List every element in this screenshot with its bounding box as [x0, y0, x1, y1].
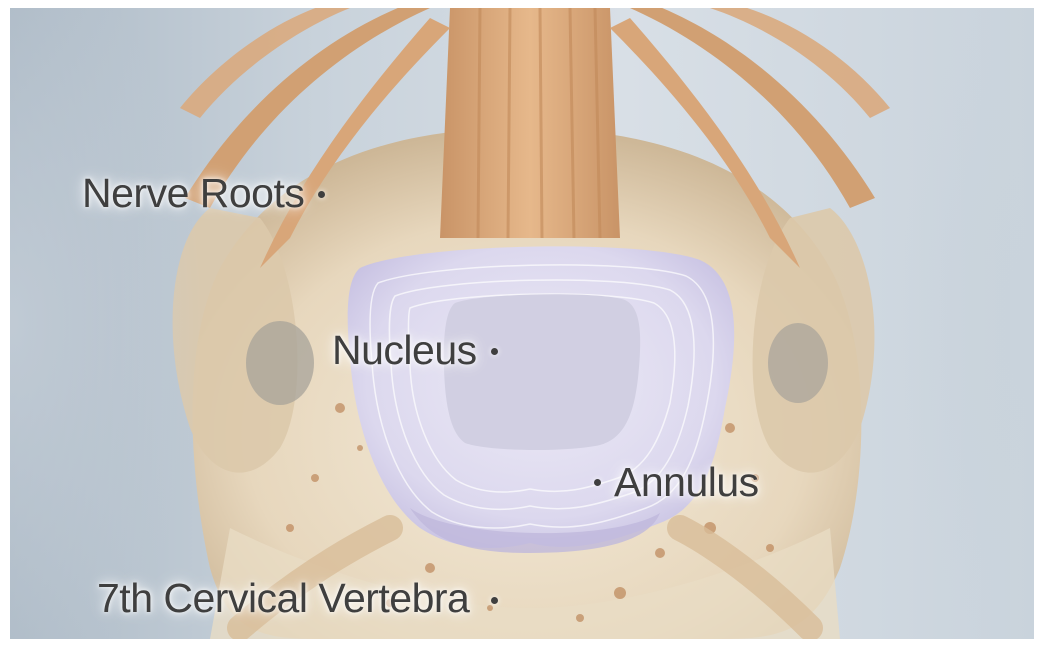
anatomy-illustration: Nerve Roots Nucleus Annulus 7th Cervical…: [10, 8, 1034, 639]
label-annulus: Annulus: [614, 462, 759, 503]
label-vertebra: 7th Cervical Vertebra: [97, 578, 469, 619]
cervical-spine-scene: [10, 8, 1034, 639]
pointer-dot-nucleus: [491, 348, 498, 355]
label-nerve-roots: Nerve Roots: [82, 173, 304, 214]
label-nucleus: Nucleus: [332, 330, 477, 371]
disc-shape: [348, 246, 735, 553]
pointer-dot-annulus: [594, 479, 601, 486]
pointer-dot-vertebra: [491, 597, 498, 604]
pointer-dot-nerve-roots: [318, 191, 325, 198]
